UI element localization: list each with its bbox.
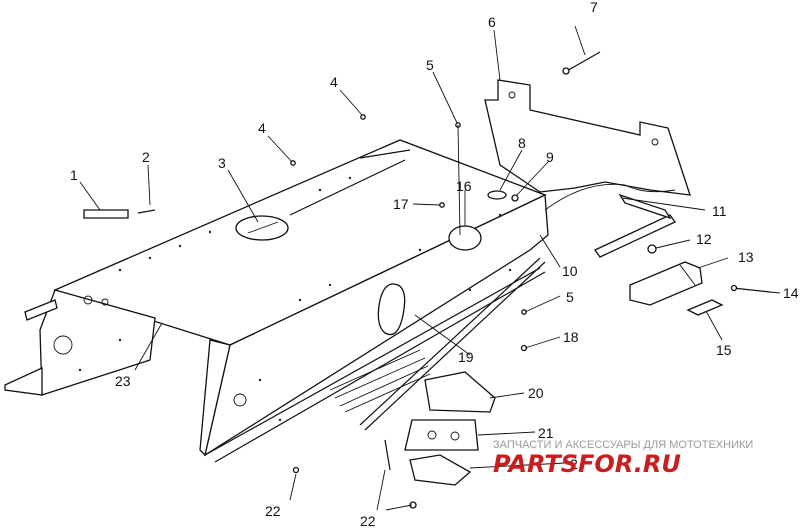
hitch-plate (409, 454, 472, 486)
bumper-20 (424, 371, 496, 413)
nut-9 (511, 194, 519, 202)
rear-bracket-6 (484, 79, 691, 196)
callout-19: 19 (458, 349, 474, 365)
callout-1: 1 (70, 167, 78, 183)
rivet-22a (292, 466, 300, 474)
callout-17: 17 (393, 196, 409, 212)
bolt-7 (564, 51, 601, 73)
wire-harness (544, 183, 676, 211)
bracket-21-hole-2 (450, 431, 460, 441)
tunnel-bottom-edge (204, 267, 541, 456)
watermark: ЗАПЧАСТИ И АКСЕССУАРЫ ДЛЯ МОТОТЕХНИКИ PA… (493, 439, 753, 478)
front-hole-small-2 (101, 298, 109, 306)
callout-10: 10 (562, 263, 578, 279)
callout-16: 16 (456, 178, 472, 194)
screw-14 (732, 287, 771, 293)
rivet-pattern (78, 176, 512, 422)
bolt-7-head (562, 67, 570, 75)
leader-lines (79, 25, 781, 511)
tunnel-top-seam (289, 159, 406, 216)
callout-6: 6 (488, 14, 496, 30)
callout-22-left: 22 (265, 503, 281, 519)
callout-5-right: 5 (566, 289, 574, 305)
bolt-22 (384, 439, 391, 471)
gasket-15 (686, 299, 724, 316)
callout-13: 13 (738, 249, 754, 265)
callout-2: 2 (142, 149, 150, 165)
tunnel-front-lip (4, 366, 43, 396)
callout-2-bottom: 2 (570, 456, 578, 472)
callout-9: 9 (546, 149, 554, 165)
callout-23: 23 (115, 373, 131, 389)
callout-8: 8 (518, 135, 526, 151)
callout-5-top: 5 (426, 57, 434, 73)
side-rail-edge (364, 261, 546, 431)
callout-14: 14 (783, 285, 799, 301)
side-rail (359, 257, 541, 426)
bracket-hole-2 (651, 138, 659, 146)
callout-3: 3 (218, 155, 226, 171)
callout-4: 4 (258, 120, 266, 136)
flap-bracket-11b (618, 193, 672, 220)
tunnel-corner (199, 339, 231, 457)
bracket-hole (508, 91, 516, 99)
tunnel-front-plate (39, 289, 156, 396)
flap-bracket-11 (594, 214, 676, 258)
screw-14-head (730, 284, 738, 292)
tunnel-top-ridge (359, 149, 411, 159)
label-plate-1 (83, 209, 129, 219)
watermark-text: ЗАПЧАСТИ И АКСЕССУАРЫ ДЛЯ МОТОТЕХНИКИ (493, 439, 753, 451)
callout-20: 20 (528, 385, 544, 401)
front-hole-large (53, 335, 73, 355)
right-opening (448, 225, 482, 251)
vent-slots (329, 349, 431, 413)
washer-8 (487, 190, 507, 200)
tail-light-lens (679, 264, 696, 286)
callout-15: 15 (716, 342, 732, 358)
rivet-2 (137, 209, 156, 214)
front-hole-small (83, 295, 93, 305)
side-hole (233, 393, 247, 407)
tail-light-13 (629, 261, 703, 306)
tunnel-assembly (4, 139, 549, 463)
callout-11: 11 (712, 203, 727, 219)
watermark-logo: PARTSFOR.RU (493, 450, 681, 478)
rivet-5b (521, 309, 527, 315)
callout-7: 7 (590, 0, 598, 15)
callout-21: 21 (538, 425, 554, 441)
callout-18: 18 (563, 329, 579, 345)
callout-22-bottom: 22 (360, 513, 376, 529)
top-opening-seam (247, 221, 279, 234)
callout-numbers: 1 2 3 4 4 5 6 7 8 9 10 11 12 13 14 15 16… (70, 0, 799, 529)
rivet-4a (360, 114, 366, 120)
rivet-17 (439, 202, 445, 208)
callout-4-top: 4 (330, 74, 338, 90)
callout-12: 12 (696, 231, 712, 247)
front-tube (24, 299, 58, 321)
side-cutout (377, 283, 406, 336)
bracket-21 (404, 419, 479, 451)
bracket-21-hole (427, 430, 437, 440)
nut-12 (647, 244, 657, 254)
